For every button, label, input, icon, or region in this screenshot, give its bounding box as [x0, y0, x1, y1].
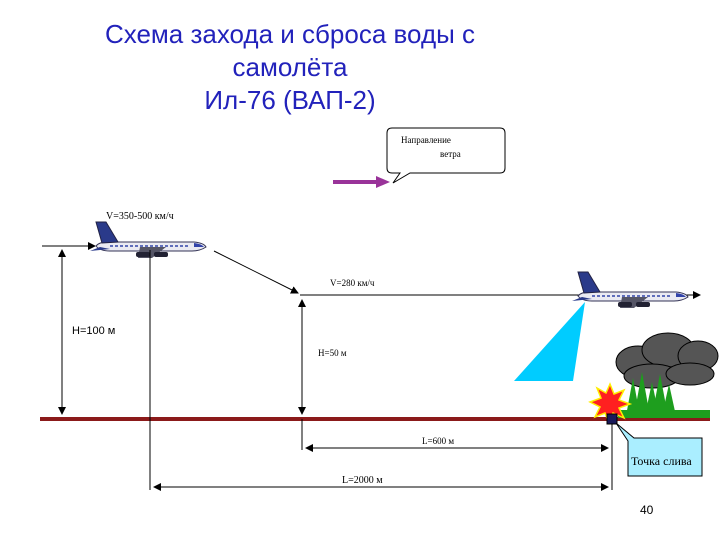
tree-icon — [626, 372, 676, 416]
water-spray — [514, 302, 585, 381]
airplane-icon — [89, 221, 207, 259]
smoke-cloud-icon — [615, 332, 719, 389]
height-approach-label: H=100 м — [72, 325, 115, 337]
distance-total-label: L=2000 м — [342, 475, 383, 486]
wind-arrow-icon — [333, 176, 390, 188]
title-line-3: Ил-76 (ВАП-2) — [204, 85, 376, 115]
airplane-icon — [571, 271, 689, 309]
page-number: 40 — [640, 503, 654, 517]
wind-callout: Направление ветра — [386, 127, 506, 184]
descent-line — [213, 250, 299, 294]
distance-drop-label: L=600 м — [422, 436, 454, 446]
speed-approach-label: V=350-500 км/ч — [106, 211, 174, 222]
wind-callout-line-1: Направление — [401, 135, 451, 145]
drain-point-callout: Точка слива — [615, 422, 703, 477]
height-drop-label: H=50 м — [318, 348, 347, 358]
speed-drop-label: V=280 км/ч — [330, 278, 375, 288]
drain-point-label: Точка слива — [631, 454, 692, 468]
wind-callout-line-2: ветра — [440, 149, 461, 159]
title-line-1: Схема захода и сброса воды с — [104, 19, 476, 49]
title-line-2: самолёта — [232, 52, 348, 82]
page-title: Схема захода и сброса воды с самолёта Ил… — [60, 18, 520, 117]
drain-point-marker-icon — [606, 413, 618, 425]
